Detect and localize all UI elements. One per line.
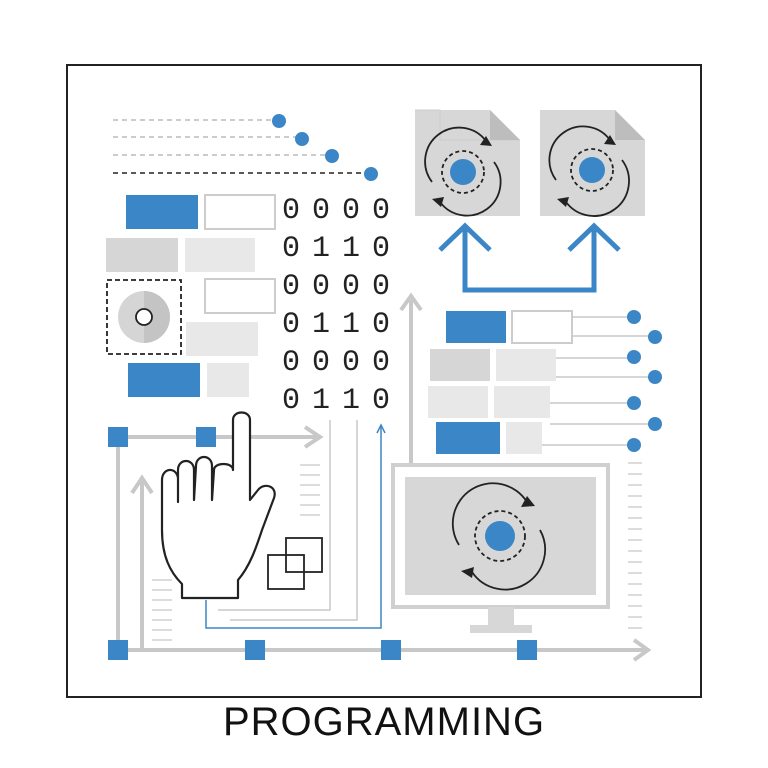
connector-lines xyxy=(205,420,386,629)
right-dots xyxy=(627,310,662,452)
right-connector-lines xyxy=(542,316,652,446)
hand-pointer-icon xyxy=(160,411,276,600)
ruler-mid xyxy=(300,464,320,516)
ruler-left xyxy=(152,579,172,641)
line-end-dots xyxy=(272,114,378,181)
sync-cycle-icon xyxy=(451,482,546,591)
arrow-up-icon xyxy=(438,222,621,293)
sync-cycle-icon xyxy=(548,125,630,217)
sync-cycle-icon xyxy=(424,126,502,217)
blue-nodes xyxy=(108,427,537,660)
overlapping-squares-icon xyxy=(267,537,323,590)
ruler-right xyxy=(628,462,642,629)
arrow-up-icon xyxy=(399,292,423,465)
caption-title: PROGRAMMING xyxy=(222,700,546,744)
code-blocks-left xyxy=(106,194,276,397)
code-blocks-right xyxy=(428,310,573,454)
disc-icon xyxy=(106,279,182,355)
dotted-lines-group xyxy=(113,119,368,174)
